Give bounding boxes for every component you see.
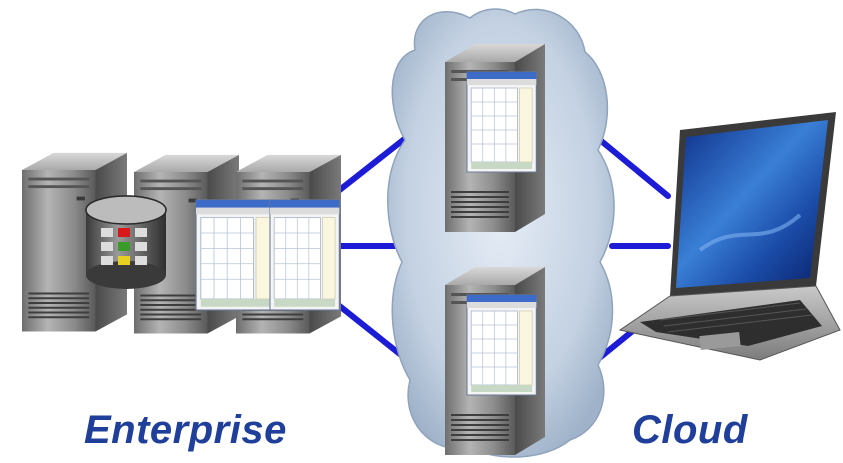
enterprise-label: Enterprise	[84, 408, 287, 452]
database-icon	[85, 195, 167, 289]
laptop-icon	[618, 112, 841, 361]
cloud-label: Cloud	[632, 408, 748, 452]
cloud-icon	[387, 8, 615, 458]
cloud-server-top	[444, 43, 546, 233]
cloud-server-bottom	[444, 266, 546, 456]
calendar-window-icon	[195, 199, 340, 311]
